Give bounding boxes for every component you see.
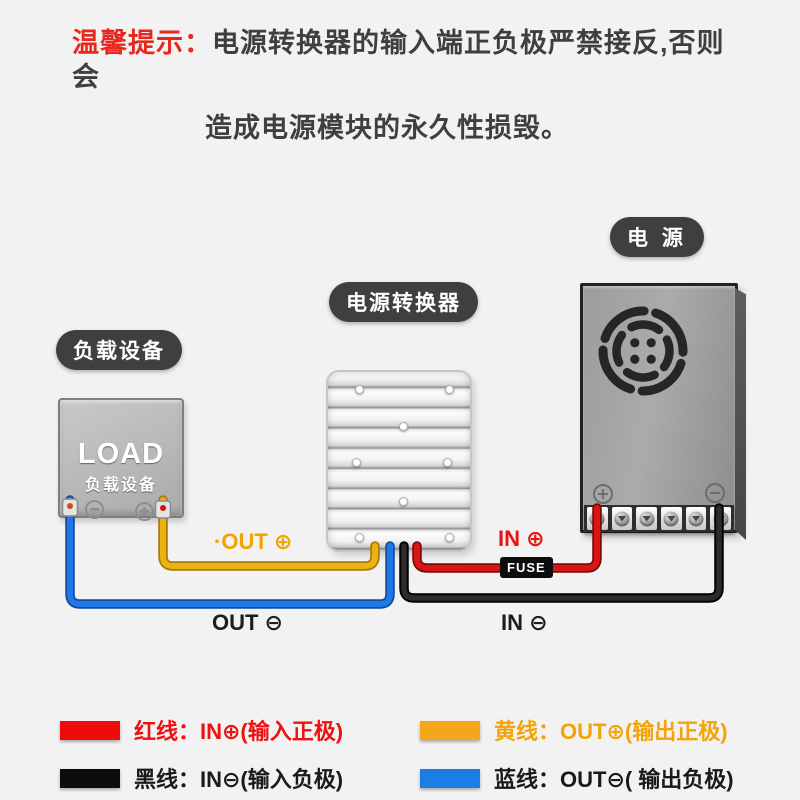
black-wire-swatch: [60, 768, 120, 788]
load-label: 负载设备: [56, 330, 182, 370]
plus-screw-icon: [135, 502, 154, 521]
legend-item-black: 黑线：IN⊖(输入负极): [60, 762, 343, 794]
terminal-screw-icon: [661, 507, 682, 530]
power-supply-device: [580, 283, 746, 540]
rivet-icon: [445, 385, 454, 394]
legend-text: 红线：IN⊕(输入正极): [134, 719, 344, 744]
terminal-screw-icon: [710, 507, 732, 530]
warning-line1-text: 电源转换器的输入端正负极严禁接反,否则会: [72, 28, 725, 92]
blue-wire-swatch: [420, 768, 480, 788]
minus-screw-icon: [85, 500, 104, 519]
converter-label: 电源转换器: [329, 282, 478, 322]
out-minus-label: OUT ⊖: [212, 610, 283, 635]
rivet-icon: [399, 497, 408, 506]
plus-screw-icon: [593, 484, 613, 504]
in-plus-label: IN ⊕: [498, 526, 545, 551]
power-supply-label: 电 源: [610, 217, 704, 257]
warning-line2: 造成电源模块的永久性损毁。: [205, 113, 569, 143]
legend-item-red: 红线：IN⊕(输入正极): [60, 714, 343, 746]
rivet-icon: [445, 533, 454, 542]
terminal-block: [584, 505, 734, 532]
terminal-screw-icon: [636, 507, 658, 530]
fan-grille-icon: [598, 306, 688, 396]
rivet-icon: [352, 458, 361, 467]
in-minus-label: IN ⊖: [501, 610, 548, 635]
legend-item-yellow: 黄线：OUT⊕(输出正极): [420, 714, 728, 746]
terminal-screw-icon: [611, 507, 633, 530]
warning-prefix: 温馨提示：: [72, 28, 212, 58]
legend-text: 蓝线：OUT⊖( 输出负极): [494, 767, 734, 792]
warning-line1: 温馨提示：电源转换器的输入端正负极严禁接反,否则会: [72, 26, 742, 94]
rivet-icon: [399, 422, 408, 431]
terminal-screw-icon: [685, 507, 707, 530]
yellow-wire-swatch: [420, 720, 480, 740]
load-device: LOAD 负载设备: [58, 398, 184, 521]
out-plus-label: ·OUT ⊕: [214, 529, 293, 554]
red-wire-swatch: [60, 720, 120, 740]
load-device-title: LOAD: [77, 438, 165, 470]
rivet-icon: [355, 533, 364, 542]
terminal-screw-icon: [587, 507, 608, 530]
load-device-subtitle: 负载设备: [84, 477, 157, 494]
warning-text: 温馨提示：电源转换器的输入端正负极严禁接反,否则会 造成电源模块的永久性损毁。: [72, 26, 742, 145]
legend-text: 黑线：IN⊖(输入负极): [134, 767, 344, 792]
rivet-icon: [443, 458, 452, 467]
minus-screw-icon: [705, 483, 725, 503]
fuse-badge: FUSE: [500, 557, 553, 578]
rivet-icon: [355, 385, 364, 394]
converter-device: [326, 370, 472, 552]
power-supply-side-panel: [735, 288, 746, 540]
legend-text: 黄线：OUT⊕(输出正极): [494, 719, 728, 744]
legend-item-blue: 蓝线：OUT⊖( 输出负极): [420, 762, 734, 794]
